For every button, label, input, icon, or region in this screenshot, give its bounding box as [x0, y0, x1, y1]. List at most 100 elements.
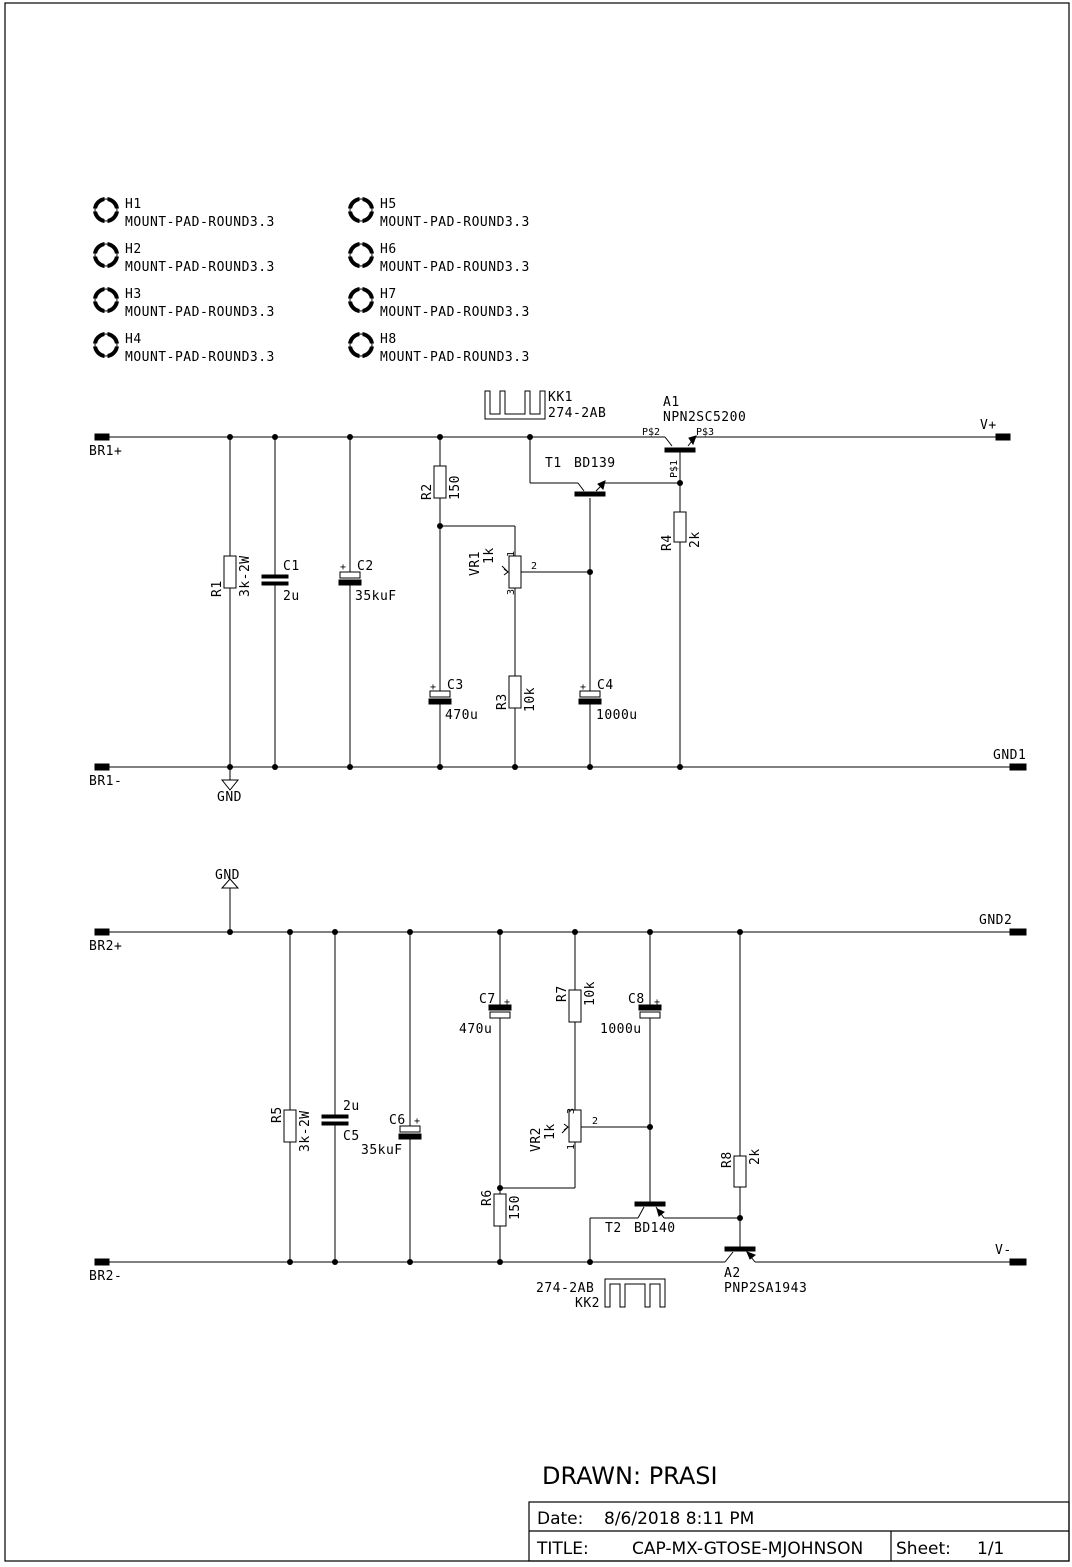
h7-value: MOUNT-PAD-ROUND3.3	[380, 305, 530, 320]
br1-minus-label: BR1-	[89, 774, 122, 789]
a1-ref: A1	[663, 395, 680, 410]
r5-ref: R5	[270, 1106, 285, 1123]
c3-value: 470u	[445, 708, 478, 723]
h3-value: MOUNT-PAD-ROUND3.3	[125, 305, 275, 320]
a2-emitter-arrow	[746, 1251, 756, 1260]
r2-ref: R2	[420, 483, 435, 500]
t2-base-bar	[634, 1201, 666, 1207]
t2-emitter-arrow	[656, 1208, 665, 1217]
c3-ref: C3	[447, 678, 464, 693]
c2-plus-sign: +	[340, 562, 346, 573]
c4-plate	[578, 698, 602, 705]
c4-body	[579, 690, 601, 698]
t1-base-bar	[574, 491, 606, 497]
mount-pad-h4: H4 MOUNT-PAD-ROUND3.3	[90, 329, 274, 365]
br2-plus-pin	[94, 928, 110, 936]
h3-ref: H3	[125, 287, 142, 302]
c6-value: 35kuF	[361, 1143, 403, 1158]
title-label: TITLE:	[536, 1539, 589, 1559]
sheet-label: Sheet:	[896, 1539, 951, 1559]
h6-value: MOUNT-PAD-ROUND3.3	[380, 260, 530, 275]
r8-ref: R8	[720, 1151, 735, 1168]
sheet-frame	[4, 2, 1070, 1562]
mount-pads: H1 MOUNT-PAD-ROUND3.3 H2 MOUNT-PAD-ROUND…	[90, 194, 530, 365]
c3-body	[429, 690, 451, 698]
c4-ref: C4	[597, 678, 614, 693]
a1-value: NPN2SC5200	[663, 410, 746, 425]
vr1-value: 1k	[482, 547, 497, 564]
v-plus-label: V+	[980, 418, 997, 433]
r4-ref: R4	[660, 534, 675, 551]
gnd-symbol-lower	[220, 878, 240, 889]
gnd2-label: GND2	[979, 913, 1012, 928]
c8-plus-sign: +	[654, 997, 660, 1008]
mount-pad-h7: H7 MOUNT-PAD-ROUND3.3	[345, 284, 530, 320]
gnd1-label: GND1	[993, 748, 1026, 763]
c6-ref: C6	[389, 1113, 406, 1128]
c3-plate	[428, 698, 452, 705]
junctions-lower	[227, 929, 743, 1265]
vr2-ref: VR2	[529, 1127, 544, 1152]
br2-plus-label: BR2+	[89, 939, 122, 954]
vr1-pin1: 1	[506, 551, 517, 557]
c2-ref: C2	[357, 559, 374, 574]
c7-body	[489, 1011, 511, 1019]
r6-ref: R6	[480, 1189, 495, 1206]
upper-labels: BR1+ BR1- V+ GND1 GND KK1 274-2AB A1 NPN…	[89, 390, 1026, 805]
t1-value: BD139	[574, 456, 616, 471]
lower-circuit	[94, 878, 1027, 1308]
h6-ref: H6	[380, 242, 397, 257]
r8-value: 2k	[748, 1148, 763, 1165]
a1-base-bar	[664, 447, 696, 453]
r7-ref: R7	[555, 985, 570, 1002]
r4-body	[673, 511, 687, 543]
r5-value: 3k-2W	[298, 1110, 313, 1152]
date-label: Date:	[537, 1509, 583, 1529]
r7-value: 10k	[583, 981, 598, 1006]
r6-value: 150	[508, 1195, 523, 1220]
br2-minus-label: BR2-	[89, 1269, 122, 1284]
r6-body	[493, 1193, 507, 1227]
r5-body	[283, 1109, 297, 1143]
vr1-ref: VR1	[468, 551, 483, 576]
h5-value: MOUNT-PAD-ROUND3.3	[380, 215, 530, 230]
mount-pad-h3: H3 MOUNT-PAD-ROUND3.3	[90, 284, 275, 320]
mount-pad-h8: H8 MOUNT-PAD-ROUND3.3	[345, 329, 529, 365]
br1-plus-pin	[94, 433, 110, 441]
c7-plus-sign: +	[504, 997, 510, 1008]
mount-pad-h6: H6 MOUNT-PAD-ROUND3.3	[345, 239, 530, 275]
c8-body	[639, 1011, 661, 1019]
junctions-upper	[227, 434, 683, 770]
c5-value: 2u	[343, 1099, 360, 1114]
c6-body	[399, 1125, 421, 1133]
br1-plus-label: BR1+	[89, 444, 122, 459]
vr1-pin3: 3	[506, 589, 517, 595]
h1-value: MOUNT-PAD-ROUND3.3	[125, 215, 275, 230]
r2-body	[433, 465, 447, 499]
r2-value: 150	[448, 475, 463, 500]
gnd2-pin	[1009, 928, 1027, 936]
kk1-ref: KK1	[548, 390, 573, 405]
sheet-value: 1/1	[977, 1539, 1004, 1559]
c1-value: 2u	[283, 589, 300, 604]
kk2-value: 274-2AB	[536, 1281, 594, 1296]
t2-ref: T2	[605, 1221, 622, 1236]
t1-emitter-arrow	[597, 480, 606, 490]
br1-minus-pin	[94, 763, 110, 771]
v-minus-pin	[1009, 1258, 1027, 1266]
c5-plate-top	[321, 1114, 349, 1119]
lower-labels: GND BR2+ BR2- GND2 V- R5 3k-2W 2u C5 C6 …	[89, 868, 1012, 1311]
drawn-by: DRAWN: PRASI	[542, 1462, 718, 1490]
a1-pin-base: P$1	[669, 460, 680, 478]
upper-circuit	[94, 390, 1027, 791]
v-minus-label: V-	[995, 1243, 1012, 1258]
h7-ref: H7	[380, 287, 397, 302]
c5-plate-bottom	[321, 1121, 349, 1126]
a2-base-bar	[724, 1246, 756, 1252]
title-block: DRAWN: PRASI Date: 8/6/2018 8:11 PM TITL…	[528, 1462, 1070, 1562]
c3-plus-sign: +	[430, 682, 436, 693]
c8-plate	[638, 1004, 662, 1011]
br2-minus-pin	[94, 1258, 110, 1266]
vr2-pin1: 1	[566, 1144, 577, 1150]
